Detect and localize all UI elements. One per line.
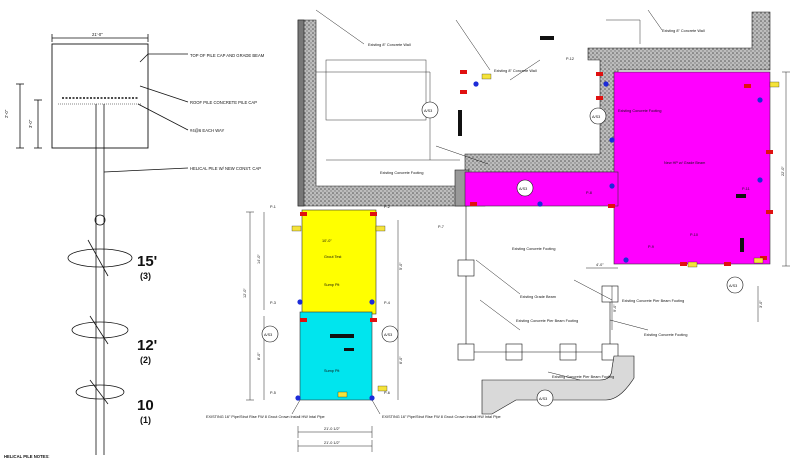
- dimension-labels: 21'-0 1/2" 21'-0 1/2" 10'-0" 12'-0" 14'-…: [243, 166, 785, 445]
- callout-existing-footing-3: Existing Concrete Footing: [512, 247, 555, 251]
- helix-3-size: 10: [137, 397, 154, 414]
- leader-lines: [291, 9, 663, 415]
- callout-existing-footing-2: Existing Concrete Footing: [618, 109, 661, 113]
- pile-tag-8: P-8: [586, 191, 592, 195]
- zone-label-sump-1: Sump Pit: [324, 283, 340, 287]
- callout-existing-footing-1: Existing Concrete Footing: [380, 171, 423, 175]
- section-mark-label-3: A/S3: [264, 333, 272, 337]
- section-mark-label-2: A/S3: [519, 187, 527, 191]
- top-dimension: 21'-0": [92, 32, 103, 37]
- pile-tag-labels: P-1 P-2 P-3 P-4 P-5 P-6 P-7 P-8 P-9 P-10…: [270, 57, 750, 395]
- shear-note-right: EXISTING 16" Pipe/Strut Rise FW 8 Grout …: [382, 415, 501, 419]
- section-mark-2: [516, 179, 534, 197]
- notes-heading: HELICAL PILE NOTES:: [4, 454, 50, 459]
- dim-bottom-1: 21'-0 1/2": [324, 427, 341, 431]
- pile-tag-5: P-5: [270, 391, 276, 395]
- dim-right-yellow: 5'-0": [399, 262, 403, 270]
- section-mark-label-4: A/S3: [384, 333, 392, 337]
- helix-2-size: 12': [137, 337, 157, 354]
- section-mark-3: [261, 325, 279, 343]
- magenta-zone-strip: [464, 171, 619, 207]
- shear-note-left: EXISTING 16" Pipe/Strut Rise FW 8 Grout …: [206, 415, 325, 419]
- pile-tag-1: P-1: [270, 205, 276, 209]
- pile-tag-11: P-11: [742, 187, 750, 191]
- section-mark-labels: A/S3 A/S3 A/S3 A/S3 A/S3 A/S3 A/S3: [264, 109, 737, 401]
- pile-tag-12: P-12: [566, 57, 574, 61]
- note-pile-cap: ROOF PILE CONCRETE PILE CAP: [190, 100, 257, 105]
- zone-label-yellow: Grout Test: [324, 255, 342, 259]
- callout-pier-beam-2: Existing Concrete Pier Beam Footing: [622, 299, 684, 303]
- dim-magenta-lower: 3'-0": [759, 300, 763, 308]
- section-markers: [261, 101, 744, 407]
- helical-piles-red: [300, 70, 773, 322]
- helix-plate-3: [75, 384, 125, 400]
- callout-pier-beam-1: Existing Concrete Pier Beam Footing: [516, 319, 578, 323]
- pile-cap: [51, 43, 149, 149]
- dim-left-yellow: 14'-0": [257, 254, 261, 264]
- helix-2-count: (2): [140, 355, 151, 365]
- section-mark-6: [726, 276, 744, 294]
- pile-tag-7: P-7: [438, 225, 444, 229]
- pile-tag-6: P-6: [384, 391, 390, 395]
- room-outlines: [316, 19, 641, 161]
- callout-pier-beam-3: Existing Concrete Pier Beam Footing: [552, 375, 614, 379]
- cyan-zone: [299, 311, 373, 401]
- zone-label-sump-2: Sump Pit: [324, 369, 340, 373]
- helix-1-count: (3): [140, 271, 151, 281]
- callout-existing-wall-2: Existing 8" Concrete Wall: [494, 69, 537, 73]
- dim-yellow-width: 10'-0": [322, 239, 332, 243]
- note-helical-pile: HELICAL PILE W/ NEW CONST. CAP: [190, 166, 261, 171]
- pile-tag-10: P-10: [690, 233, 698, 237]
- heavy-marks: [330, 36, 746, 351]
- helical-piles-blue: [295, 81, 763, 401]
- pile-tag-4: P-4: [384, 301, 390, 305]
- left-dimension-b: 3'-0": [28, 119, 33, 128]
- pile-tag-3: P-3: [270, 301, 276, 305]
- section-mark-5: [589, 107, 607, 125]
- pile-yellow-tags: [291, 73, 780, 398]
- section-mark-label-6: A/S3: [729, 284, 737, 288]
- callout-existing-wall-1: Existing 8" Concrete Wall: [368, 43, 411, 47]
- dim-right-cyan: 6'-0": [399, 356, 403, 364]
- section-mark-label-5: A/S3: [592, 115, 600, 119]
- zone-labels: Grout Test Sump Pit Sump Pit: [324, 255, 342, 373]
- left-dimension-a: 2'-0": [4, 109, 9, 118]
- dim-bottom-2: 21'-0 1/2": [324, 441, 341, 445]
- callout-labels: Existing 8" Concrete Wall Existing 8" Co…: [368, 29, 705, 379]
- helix-plate-2: [71, 321, 129, 339]
- yellow-zone: [301, 209, 377, 315]
- section-mark-7: [536, 389, 554, 407]
- dim-magenta-height: 22'-0": [781, 166, 785, 176]
- callout-existing-wall-3: Existing 8" Concrete Wall: [662, 29, 705, 33]
- section-mark-1: [421, 101, 439, 119]
- helix-3-count: (1): [140, 415, 151, 425]
- note-top-of-cap: TOP OF PILE CAP AND GRADE BEAM: [190, 53, 265, 58]
- section-mark-label-7: A/S3: [539, 397, 547, 401]
- helix-plate-1: [67, 248, 133, 268]
- helical-pile-detail: [16, 34, 189, 455]
- dim-beam: 9'-0": [613, 304, 617, 312]
- dim-strip: 4'-0": [596, 263, 604, 267]
- helix-1-size: 15': [137, 253, 157, 270]
- pile-tag-9: P-9: [648, 245, 654, 249]
- note-each-way: #4@6 EACH WAY: [190, 128, 224, 133]
- callout-new-hp: New HP w/ Grade Beam: [664, 161, 705, 165]
- section-mark-label-1: A/S3: [424, 109, 432, 113]
- grade-beams: [457, 206, 635, 415]
- dim-left-cyan: 8'-0": [257, 352, 261, 360]
- pile-tag-2: P-2: [384, 205, 390, 209]
- dim-left-total: 12'-0": [243, 288, 247, 298]
- magenta-zone: [613, 71, 771, 265]
- callout-existing-footing-4: Existing Concrete Footing: [644, 333, 687, 337]
- section-mark-4: [381, 325, 399, 343]
- callout-existing-grade-beam: Existing Grade Beam: [520, 295, 556, 299]
